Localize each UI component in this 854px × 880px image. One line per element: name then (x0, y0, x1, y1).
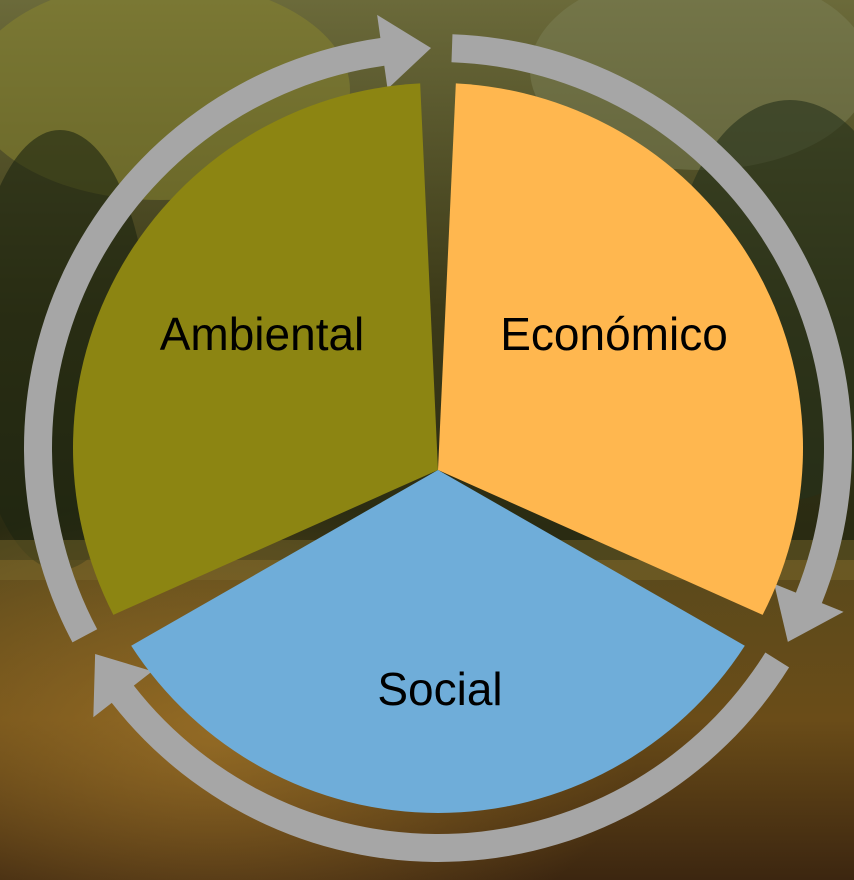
segment-social (131, 470, 745, 814)
segment-ambiental (72, 83, 438, 615)
segment-label-ambiental: Ambiental (160, 308, 365, 360)
cycle-arrows (23, 14, 852, 862)
cycle-arrow-2 (451, 34, 852, 642)
cycle-arrow-1 (23, 14, 432, 643)
cycle-arrow-3 (93, 652, 790, 862)
cycle-segments (72, 83, 804, 814)
segment-label-social: Social (377, 663, 502, 715)
segment-economico (438, 83, 804, 615)
segment-label-economico: Económico (500, 308, 728, 360)
